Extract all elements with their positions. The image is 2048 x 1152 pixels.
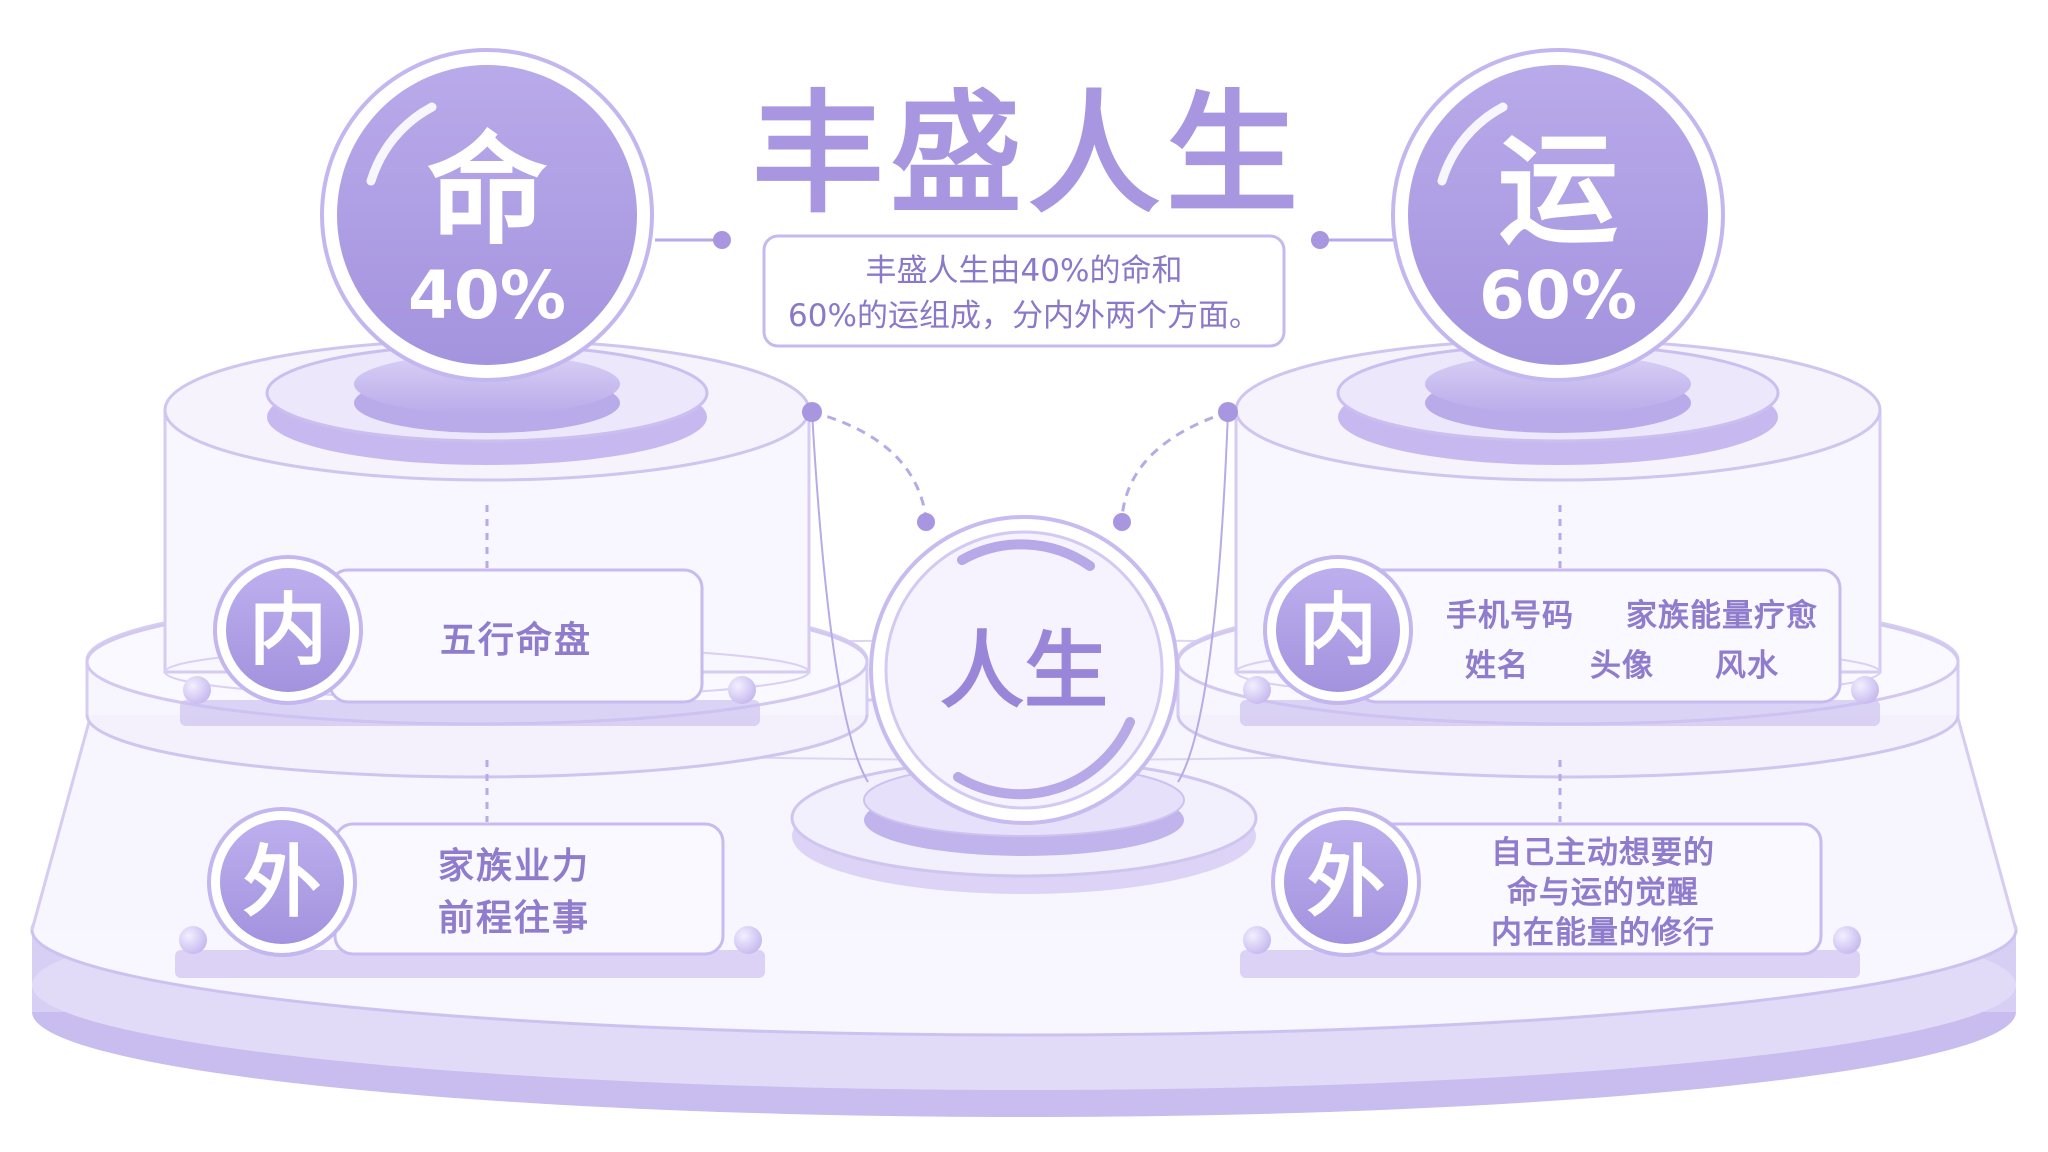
center-orb: 人生 <box>869 515 1179 825</box>
center-label: 人生 <box>940 622 1108 720</box>
yun-inner-item-fengshui: 风水 <box>1715 648 1779 684</box>
ming-percent: 40% <box>408 257 566 334</box>
yun-percent: 60% <box>1479 257 1637 334</box>
description-line-2: 60%的运组成，分内外两个方面。 <box>788 298 1260 334</box>
yun-inner-item-phone: 手机号码 <box>1446 598 1574 634</box>
ming-inner-badge: 内 <box>249 586 327 676</box>
yun-outer-row: 自己主动想要的 命与运的觉醒 内在能量的修行 外 <box>1240 807 1861 978</box>
connectors <box>485 238 1562 822</box>
page-title: 丰盛人生 <box>752 78 1304 232</box>
yun-outer-line-2: 命与运的觉醒 <box>1507 875 1699 911</box>
ming-outer-line-2: 前程往事 <box>438 898 590 939</box>
yun-outer-line-3: 内在能量的修行 <box>1491 915 1715 951</box>
ming-label: 命 <box>427 122 547 261</box>
yun-inner-row: 手机号码 家族能量疗愈 姓名 头像 风水 内 <box>1240 555 1880 726</box>
yun-inner-item-name: 姓名 <box>1465 648 1529 684</box>
description-box: 丰盛人生由40%的命和 60%的运组成，分内外两个方面。 <box>762 234 1286 348</box>
ming-inner-row: 五行命盘 内 <box>180 555 760 726</box>
ming-inner-text: 五行命盘 <box>440 619 592 661</box>
yun-outer-line-1: 自己主动想要的 <box>1491 835 1715 871</box>
yun-inner-item-avatar: 头像 <box>1590 648 1654 684</box>
yun-inner-item-family-healing: 家族能量疗愈 <box>1626 598 1818 634</box>
yun-inner-badge: 内 <box>1299 586 1377 676</box>
ming-outer-badge: 外 <box>243 838 321 928</box>
connector-dots <box>713 231 1329 531</box>
ming-orb: 命 40% <box>320 48 654 382</box>
description-line-1: 丰盛人生由40%的命和 <box>866 253 1183 289</box>
yun-outer-badge: 外 <box>1307 838 1385 928</box>
ming-outer-line-1: 家族业力 <box>438 846 590 887</box>
yun-label: 运 <box>1498 122 1618 261</box>
ming-outer-row: 家族业力 前程往事 外 <box>175 807 765 978</box>
yun-orb: 运 60% <box>1391 48 1725 382</box>
